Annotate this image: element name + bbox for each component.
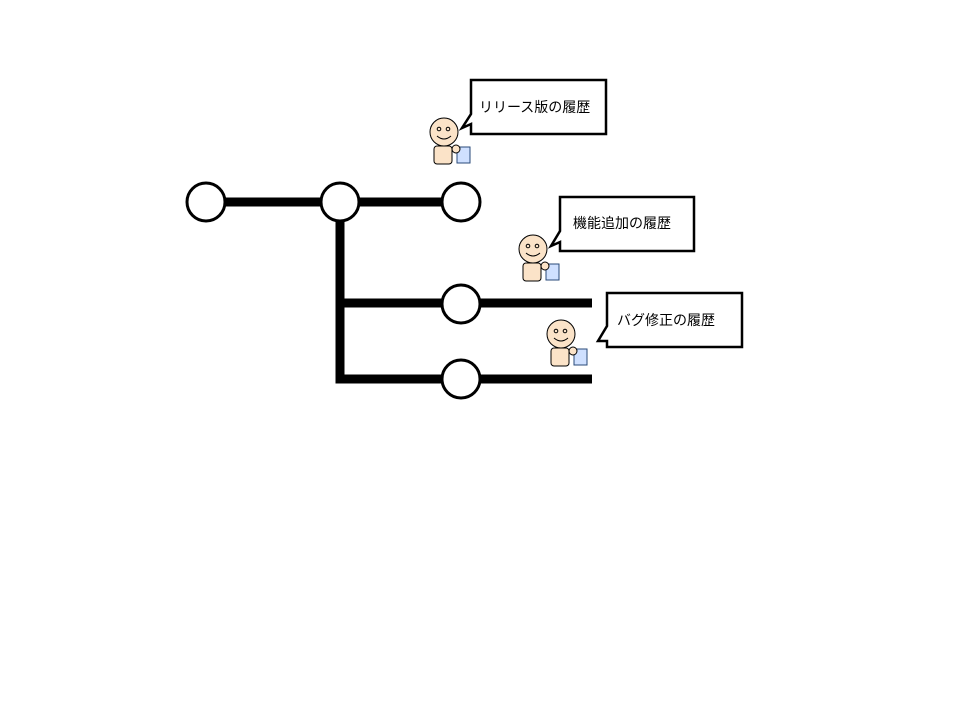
bugfix-branch-line [335,300,592,384]
person-with-document-icon [546,319,588,367]
bugfix-callout: バグ修正の履歴 [546,291,744,367]
commit-node-feature [440,283,482,325]
commit-node-bugfix [440,358,482,400]
release-callout: リリース版の履歴 [429,78,608,165]
branch-lines [206,197,592,384]
feature-speech-bubble [547,195,696,253]
commit-node-main-3 [440,181,482,223]
feature-callout-text: 機能追加の履歴 [573,216,671,232]
commit-node-main-1 [185,181,227,223]
bugfix-callout-text: バグ修正の履歴 [617,313,715,329]
feature-callout: 機能追加の履歴 [518,195,696,282]
bugfix-speech-bubble [595,291,744,349]
commit-node-main-2 [319,181,361,223]
release-callout-text: リリース版の履歴 [479,100,590,116]
release-speech-bubble [458,78,608,136]
commit-nodes [185,181,482,400]
